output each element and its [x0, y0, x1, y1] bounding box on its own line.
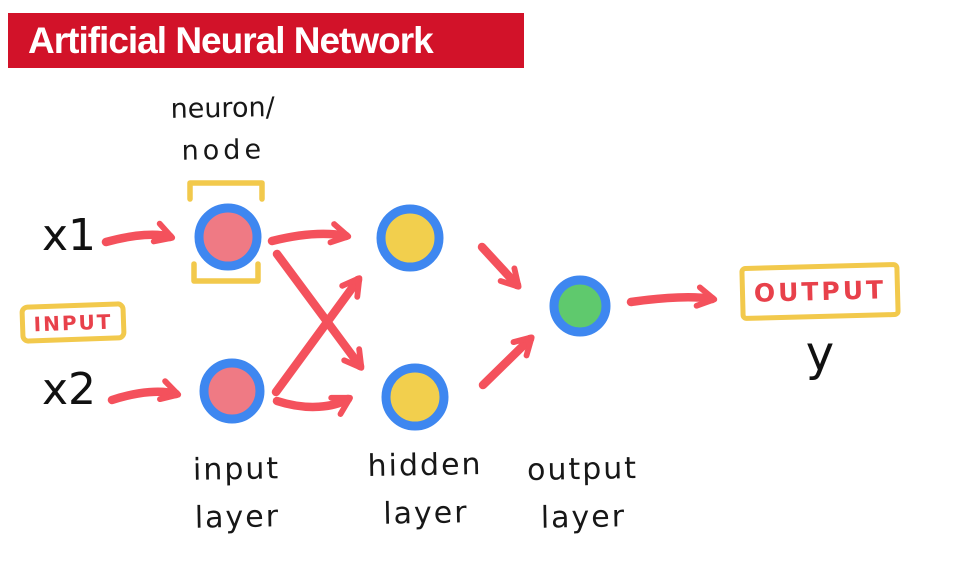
- output-badge-text: OUTPUT: [753, 275, 887, 308]
- y-label: y: [805, 326, 835, 382]
- arrow-x1-to-input1: [101, 220, 176, 247]
- page-title: Artificial Neural Network: [28, 19, 434, 61]
- output-layer-line2: layer: [540, 499, 627, 536]
- arrow-input2-hidden2: [272, 394, 353, 417]
- output-layer-line1: output: [526, 451, 639, 488]
- neuron-label-line1: neuron/: [170, 92, 275, 125]
- arrow-output-to-badge: [626, 284, 718, 309]
- x1-label: x1: [42, 210, 97, 261]
- bracket-bottom: [191, 261, 261, 284]
- output-badge: OUTPUT: [739, 261, 901, 322]
- input-node-2: [199, 358, 265, 424]
- neuron-label-line2: node: [181, 134, 266, 167]
- arrow-input1-hidden2: [272, 249, 365, 371]
- hidden-node-1: [376, 204, 444, 272]
- input-layer-line1: input: [192, 451, 281, 488]
- arrow-hidden2-output: [478, 334, 535, 390]
- arrow-x2-to-input2: [107, 378, 182, 405]
- arrow-input2-hidden1: [271, 275, 363, 397]
- hidden-layer-line1: hidden: [367, 447, 483, 485]
- hidden-node-2: [381, 363, 449, 431]
- input-badge: INPUT: [19, 301, 127, 344]
- input-layer-label: input layer: [171, 445, 303, 543]
- neuron-node-label: neuron/ node: [147, 87, 298, 174]
- input-node-1: [194, 203, 262, 271]
- arrow-hidden1-output: [477, 242, 522, 290]
- title-banner: Artificial Neural Network: [8, 13, 524, 68]
- x2-label: x2: [42, 364, 97, 415]
- input-badge-text: INPUT: [33, 309, 113, 336]
- hidden-layer-line2: layer: [382, 495, 469, 532]
- hidden-layer-label: hidden layer: [357, 441, 494, 539]
- arrow-input1-hidden1: [267, 221, 352, 246]
- bracket-top: [187, 180, 265, 202]
- output-node: [549, 275, 611, 337]
- output-layer-label: output layer: [517, 445, 649, 543]
- input-layer-line2: layer: [194, 499, 281, 536]
